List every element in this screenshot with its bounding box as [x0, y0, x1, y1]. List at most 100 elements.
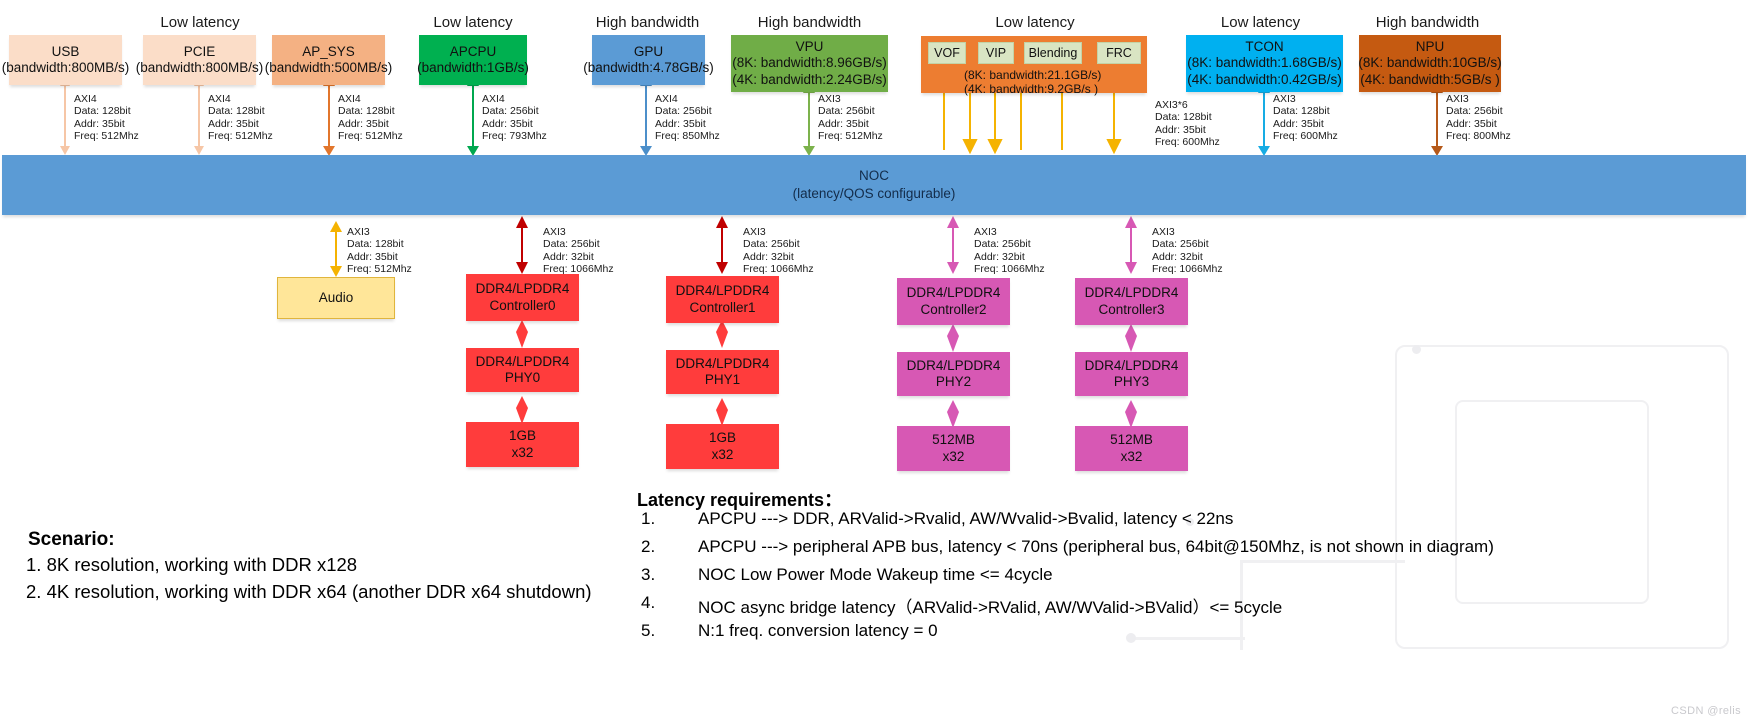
dram-0-width: x32: [511, 444, 534, 460]
ip-block-tcon[interactable]: TCON (8K: bandwidth:1.68GB/s) (4K: bandw…: [1186, 35, 1343, 92]
axi-pcie-addr: Addr: 35bit: [208, 117, 259, 130]
axi-label-ddr0: AXI3 Data: 256bit Addr: 32bit Freq: 1066…: [543, 226, 614, 275]
dram-2[interactable]: 512MB x32: [897, 426, 1010, 471]
ip-pcie-bandwidth: (bandwidth:800MB/s): [135, 60, 264, 75]
axi-label-npu: AXI3 Data: 256bit Addr: 35bit Freq: 800M…: [1446, 93, 1511, 142]
ddr-controller-2[interactable]: DDR4/LPDDR4 Controller2: [897, 278, 1010, 325]
latency-item-4-text: NOC async bridge latency（ARValid->RValid…: [698, 598, 1283, 617]
axi-vpu-proto: AXI3: [818, 93, 841, 105]
ip-block-ap-sys[interactable]: AP_SYS (bandwidth:500MB/s): [265, 35, 392, 85]
dram-3-size: 512MB: [1110, 432, 1153, 448]
ip-ap-sys-bandwidth: (bandwidth:500MB/s): [264, 60, 393, 75]
dram-2-width: x32: [942, 448, 965, 464]
axi-ap-sys-data: Data: 128bit: [338, 105, 395, 118]
ip-block-pcie[interactable]: PCIE (bandwidth:800MB/s): [136, 35, 263, 85]
latency-item-5-text: N:1 freq. conversion latency = 0: [698, 621, 938, 640]
axi-usb-freq: Freq: 512Mhz: [74, 129, 139, 142]
axi-npu-proto: AXI3: [1446, 93, 1469, 105]
ddr-controller-0[interactable]: DDR4/LPDDR4 Controller0: [466, 274, 579, 321]
ip-tcon-name: TCON: [1245, 38, 1284, 54]
pipeline-stage-vip-label: VIP: [985, 46, 1007, 60]
ip-tcon-bandwidth-8k: (8K: bandwidth:1.68GB/s): [1187, 55, 1342, 71]
pipeline-stage-frc-label: FRC: [1106, 46, 1132, 60]
watermark-dot-2: [1186, 518, 1194, 526]
axi-label-ddr3: AXI3 Data: 256bit Addr: 32bit Freq: 1066…: [1152, 226, 1223, 275]
axi-ddr2-freq: Freq: 1066Mhz: [974, 262, 1045, 275]
watermark-line-2: [1240, 560, 1243, 650]
ip-block-gpu[interactable]: GPU (bandwidth:4.78GB/s): [583, 35, 714, 85]
pipeline-stage-vof[interactable]: VOF: [928, 42, 966, 64]
axi-vpu-freq: Freq: 512Mhz: [818, 129, 883, 142]
latency-item-1-num: 1.: [641, 509, 656, 528]
axi-pipeline-freq: Freq: 600Mhz: [1155, 135, 1220, 148]
dram-3[interactable]: 512MB x32: [1075, 426, 1188, 471]
pipeline-stage-blending[interactable]: Blending: [1024, 42, 1082, 64]
axi-ddr0-data: Data: 256bit: [543, 238, 600, 251]
watermark-line-1: [1240, 560, 1405, 563]
ddr-phy-3[interactable]: DDR4/LPDDR4 PHY3: [1075, 352, 1188, 396]
dram-1[interactable]: 1GB x32: [666, 424, 779, 469]
axi-audio-addr: Addr: 35bit: [347, 250, 398, 263]
pipeline-stage-frc[interactable]: FRC: [1097, 42, 1141, 64]
ip-npu-bandwidth-4k: (4K: bandwidth:5GB/s ): [1360, 71, 1500, 87]
ip-vpu-bandwidth-8k: (8K: bandwidth:8.96GB/s): [732, 55, 887, 71]
watermark-dot-1: [1412, 345, 1421, 354]
dram-1-size: 1GB: [708, 430, 736, 446]
ip-usb-name: USB: [51, 43, 80, 59]
axi-ap-sys-proto: AXI4: [338, 93, 361, 105]
axi-label-ddr2: AXI3 Data: 256bit Addr: 32bit Freq: 1066…: [974, 226, 1045, 275]
ip-npu-name: NPU: [1415, 38, 1445, 54]
ip-pcie-name: PCIE: [183, 43, 216, 59]
axi-apcpu-proto: AXI4: [482, 93, 505, 105]
watermark-shape-2: [1455, 400, 1649, 604]
caption-low-latency-3: Low latency: [995, 14, 1075, 31]
axi-ddr2-addr: Addr: 32bit: [974, 250, 1025, 263]
ip-block-vpu[interactable]: VPU (8K: bandwidth:8.96GB/s) (4K: bandwi…: [731, 35, 888, 92]
ddr-phy-0[interactable]: DDR4/LPDDR4 PHY0: [466, 348, 579, 392]
axi-ddr0-addr: Addr: 32bit: [543, 250, 594, 263]
latency-item-3-text: NOC Low Power Mode Wakeup time <= 4cycle: [698, 565, 1053, 584]
ddr-phy-2[interactable]: DDR4/LPDDR4 PHY2: [897, 352, 1010, 396]
dram-0-size: 1GB: [508, 428, 536, 444]
pipeline-stage-vof-label: VOF: [934, 46, 960, 60]
axi-audio-data: Data: 128bit: [347, 238, 404, 251]
dram-0[interactable]: 1GB x32: [466, 422, 579, 467]
pipeline-bandwidth-4k: (4K: bandwidth:9.2GB/s ): [964, 82, 1099, 96]
axi-ddr0-proto: AXI3: [543, 226, 566, 238]
caption-high-bandwidth-1: High bandwidth: [595, 14, 700, 31]
ddr-controller-1[interactable]: DDR4/LPDDR4 Controller1: [666, 276, 779, 323]
axi-pcie-data: Data: 128bit: [208, 105, 265, 118]
axi-label-pipeline: AXI3*6 Data: 128bit Addr: 35bit Freq: 60…: [1155, 99, 1220, 148]
caption-low-latency-1: Low latency: [160, 14, 240, 31]
ddr-phy-1[interactable]: DDR4/LPDDR4 PHY1: [666, 350, 779, 394]
latency-item-2-num: 2.: [641, 537, 656, 556]
ip-block-usb[interactable]: USB (bandwidth:800MB/s): [2, 35, 129, 85]
pipeline-stage-vip[interactable]: VIP: [978, 42, 1014, 64]
ddr-phy-1-line2: PHY1: [704, 372, 741, 387]
axi-npu-addr: Addr: 35bit: [1446, 117, 1497, 130]
ip-block-audio[interactable]: Audio: [277, 277, 395, 319]
noc-bar[interactable]: NOC (latency/QOS configurable): [2, 155, 1746, 215]
axi-gpu-data: Data: 256bit: [655, 105, 712, 118]
ip-gpu-name: GPU: [633, 43, 664, 59]
axi-apcpu-data: Data: 256bit: [482, 105, 539, 118]
ddr-controller-3[interactable]: DDR4/LPDDR4 Controller3: [1075, 278, 1188, 325]
axi-usb-addr: Addr: 35bit: [74, 117, 125, 130]
ip-block-apcpu[interactable]: APCPU (bandwidth:1GB/s): [417, 35, 529, 85]
ddr-controller-3-line1: DDR4/LPDDR4: [1084, 285, 1179, 301]
axi-gpu-addr: Addr: 35bit: [655, 117, 706, 130]
axi-ap-sys-addr: Addr: 35bit: [338, 117, 389, 130]
ip-block-npu[interactable]: NPU (8K: bandwidth:10GB/s) (4K: bandwidt…: [1358, 35, 1502, 92]
axi-ddr0-freq: Freq: 1066Mhz: [543, 262, 614, 275]
latency-item-3-num: 3.: [641, 565, 656, 584]
scenario-title: Scenario:: [28, 529, 115, 550]
axi-pipeline-data: Data: 128bit: [1155, 111, 1212, 124]
ddr-phy-1-line1: DDR4/LPDDR4: [675, 355, 770, 371]
axi-ddr2-data: Data: 256bit: [974, 238, 1031, 251]
ip-apcpu-bandwidth: (bandwidth:1GB/s): [417, 60, 529, 75]
ddr-controller-0-line1: DDR4/LPDDR4: [475, 281, 570, 297]
axi-audio-proto: AXI3: [347, 226, 370, 238]
latency-item-1-text: APCPU ---> DDR, ARValid->Rvalid, AW/Wval…: [698, 509, 1234, 528]
axi-label-apcpu: AXI4 Data: 256bit Addr: 35bit Freq: 793M…: [482, 93, 547, 142]
